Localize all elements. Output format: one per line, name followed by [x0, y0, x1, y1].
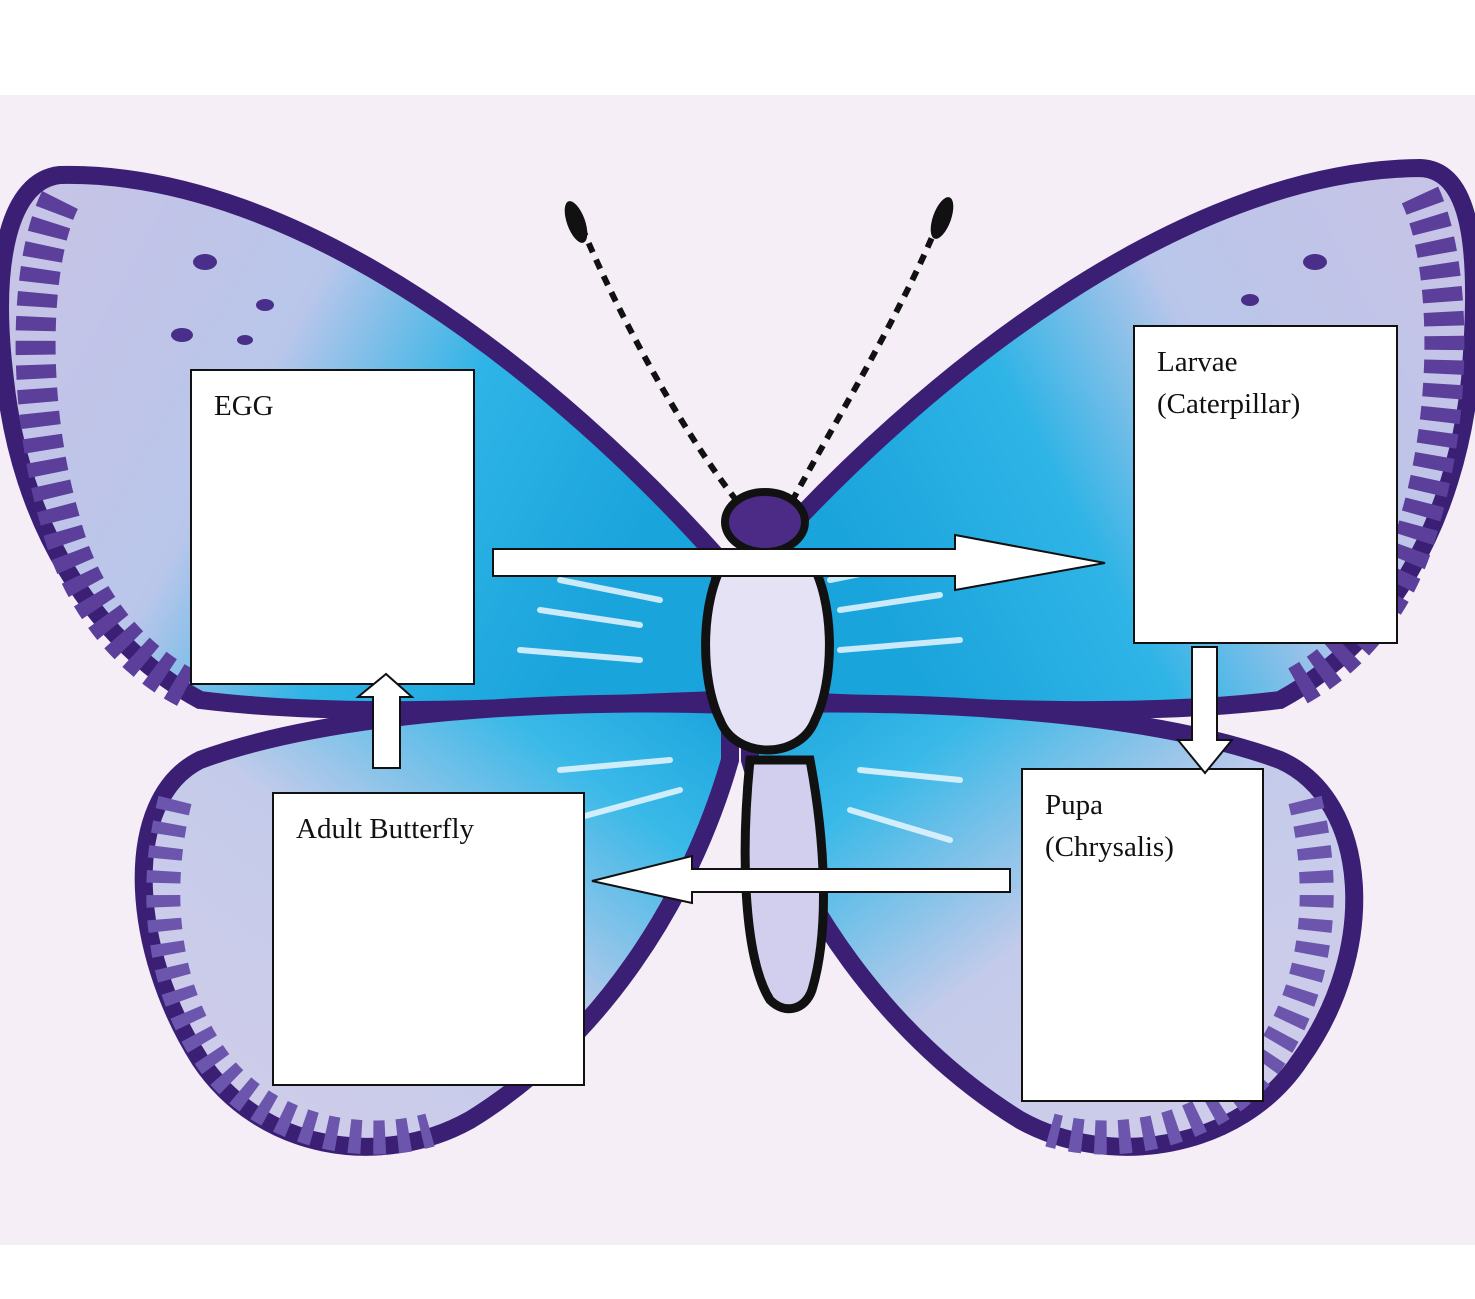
right-antenna	[787, 203, 948, 507]
stage-label-larvae: Larvae (Caterpillar)	[1157, 346, 1301, 420]
butterfly-abdomen	[740, 755, 829, 1014]
lower-left-wing-edge	[146, 795, 435, 1155]
stage-label-adult: Adult Butterfly	[296, 813, 475, 845]
left-antenna-tip	[564, 201, 588, 243]
upper-right-wing-edge	[1280, 186, 1465, 708]
stage-label-egg: EGG	[214, 390, 274, 422]
stage-box-larvae: Larvae (Caterpillar)	[1133, 325, 1398, 644]
stage-box-egg: EGG	[190, 369, 475, 685]
right-antenna-tip	[930, 197, 954, 239]
wing-vein-streaks	[517, 557, 963, 843]
stage-label-pupa: Pupa (Chrysalis)	[1045, 789, 1174, 863]
stage-box-adult: Adult Butterfly	[272, 792, 585, 1086]
butterfly-head	[721, 488, 809, 556]
left-antenna	[572, 208, 743, 507]
butterfly-thorax	[701, 555, 834, 755]
upper-left-wing-edge	[15, 191, 200, 708]
stage-box-pupa: Pupa (Chrysalis)	[1021, 768, 1264, 1102]
lower-right-wing-edge	[1045, 795, 1334, 1155]
